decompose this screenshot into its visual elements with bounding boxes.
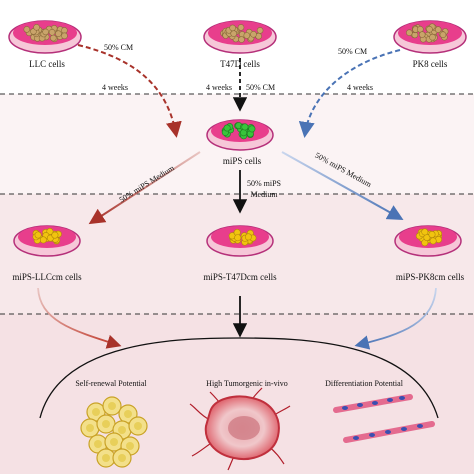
dish-pk8 <box>393 20 467 54</box>
fiber-nucleus <box>399 396 405 400</box>
pk8cm-label: miPS-PK8cm cells <box>396 272 465 282</box>
llccm-label: miPS-LLCcm cells <box>12 272 82 282</box>
cell-dot <box>429 33 436 41</box>
cell-dot <box>61 32 68 40</box>
mips-label: miPS cells <box>223 156 262 166</box>
medium-center-line2: Medium <box>250 190 278 199</box>
fiber-nucleus <box>417 424 423 428</box>
arrow-llccm-to-properties <box>37 287 122 349</box>
cell-dot <box>434 26 442 33</box>
pk8-label: PK8 cells <box>413 59 448 69</box>
stem-cell-nucleus <box>124 410 132 418</box>
arrow-mips-to-llccm <box>88 151 201 225</box>
stem-cell-nucleus <box>118 454 126 462</box>
dish-llccm <box>13 225 81 257</box>
left-cm-label: 50% CM <box>104 43 133 52</box>
cell-dot <box>55 30 62 38</box>
properties-bracket <box>39 337 439 419</box>
stem-cell-nucleus <box>118 426 126 434</box>
center-cm-label: 50% CM <box>246 83 275 92</box>
cell-dot <box>405 29 413 37</box>
dish-t47dcm <box>206 225 274 257</box>
arrow-llc-to-mips <box>77 44 182 138</box>
t47d-label: T47D cells <box>220 59 260 69</box>
cell-dot <box>61 27 68 34</box>
fiber-nucleus <box>385 430 391 434</box>
cell-dot <box>256 27 264 34</box>
cell-dot <box>429 237 437 245</box>
fiber-nucleus <box>387 398 393 402</box>
cell-dot <box>33 23 40 31</box>
cell-dot <box>243 32 251 39</box>
cell-dot <box>230 30 237 37</box>
right-weeks-label: 4 weeks <box>347 83 373 92</box>
dish-llc <box>8 20 82 54</box>
cell-dot <box>250 30 257 38</box>
tumorigenic-label: High Tumorgenic in-vivo <box>206 379 288 388</box>
fiber-nucleus <box>401 427 407 431</box>
dish-mips <box>206 119 274 151</box>
cell-dot <box>49 34 57 42</box>
cell-dot <box>237 24 245 31</box>
stem-cell-nucleus <box>92 408 100 416</box>
arrow-pk8cm-to-properties <box>354 287 437 350</box>
differentiation-label: Differentiation Potential <box>325 379 404 388</box>
self-renewal-label: Self-renewal Potential <box>75 379 147 388</box>
stem-cell-nucleus <box>94 440 102 448</box>
cell-dot <box>428 231 436 239</box>
cell-dot <box>48 28 56 36</box>
dish-pk8cm <box>394 225 462 257</box>
fiber-nucleus <box>357 403 363 407</box>
t47dcm-label: miPS-T47Dcm cells <box>203 272 277 282</box>
differentiation-fibers <box>333 394 435 443</box>
center-weeks-label: 4 weeks <box>206 83 232 92</box>
cell-dot <box>240 129 248 137</box>
medium-center-line1: 50% miPS <box>247 179 281 188</box>
right-cm-label: 50% CM <box>338 47 367 56</box>
stem-cell-nucleus <box>108 402 116 410</box>
cell-dot <box>34 231 42 239</box>
cell-dot <box>51 231 59 239</box>
cell-dot <box>229 24 236 32</box>
arrow-mips-to-pk8cm <box>281 151 404 220</box>
stem-cell-nucleus <box>86 424 94 432</box>
fiber-nucleus <box>353 436 359 440</box>
stem-cell-nucleus <box>102 454 110 462</box>
cell-dot <box>23 26 31 33</box>
stem-cell-nucleus <box>126 442 134 450</box>
arrow-pk8-to-mips <box>298 49 401 138</box>
fiber-nucleus <box>372 401 378 405</box>
cell-dot <box>238 36 245 43</box>
fiber-nucleus <box>342 406 348 410</box>
cell-dot <box>234 234 242 242</box>
cell-dot <box>244 233 252 241</box>
stem-cell-nucleus <box>102 420 110 428</box>
fiber-nucleus <box>369 433 375 437</box>
left-weeks-label: 4 weeks <box>102 83 128 92</box>
stem-cell-nucleus <box>110 438 118 446</box>
dish-t47d <box>203 20 277 54</box>
cell-dot <box>42 28 49 36</box>
tumor-graphic <box>189 387 291 471</box>
self-renewal-cell-cluster <box>80 396 148 468</box>
cell-dot <box>223 124 231 132</box>
cell-dot <box>39 236 47 244</box>
cell-dot <box>426 25 433 33</box>
cell-dot <box>418 31 426 38</box>
llc-label: LLC cells <box>29 59 65 69</box>
cell-dot <box>439 31 447 39</box>
cell-dot <box>248 125 256 133</box>
cell-dot <box>421 228 429 236</box>
stem-cell-nucleus <box>134 422 142 430</box>
cell-dot <box>241 123 249 131</box>
